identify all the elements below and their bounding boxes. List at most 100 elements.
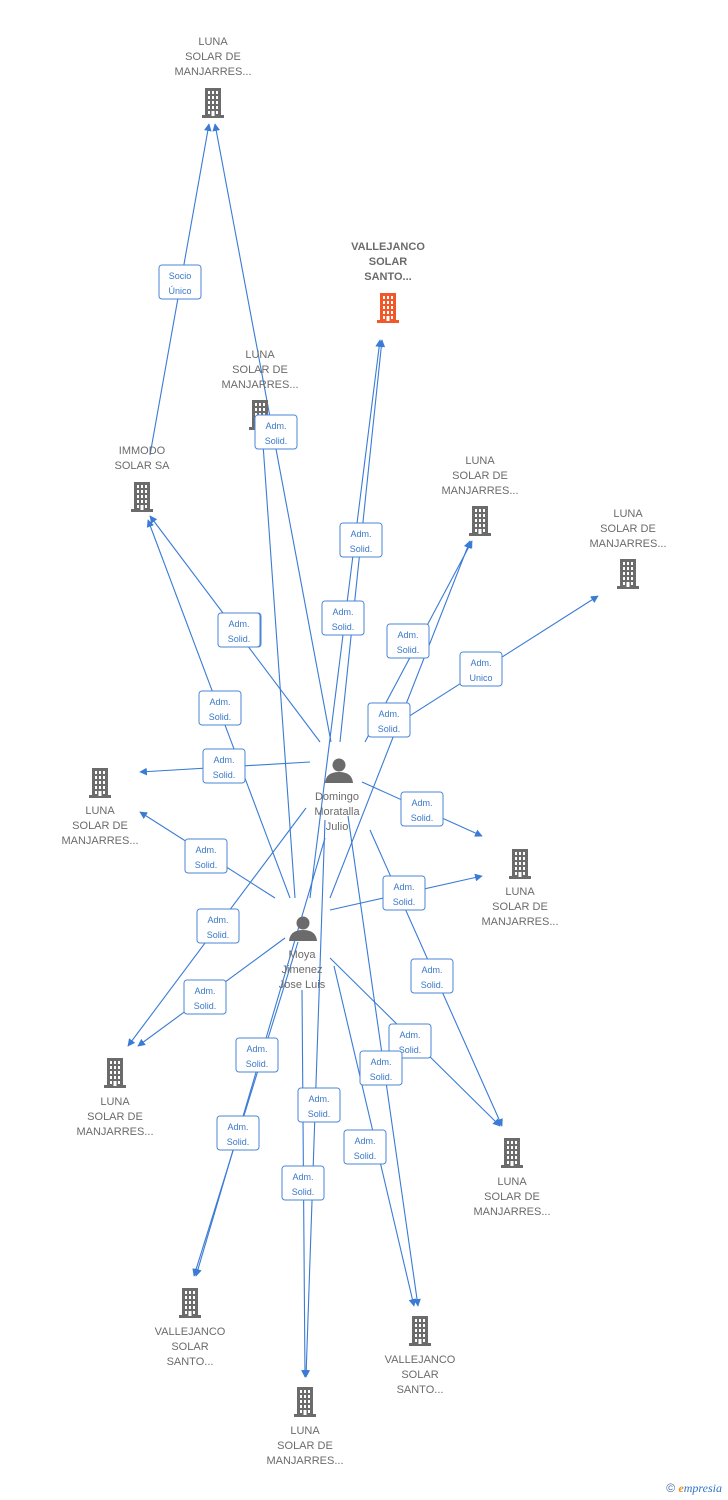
edge-label[interactable]: Adm.Solid. (297, 1087, 341, 1123)
building-window (391, 316, 393, 319)
edge-label[interactable]: Adm.Solid. (235, 1037, 279, 1073)
edge-label[interactable]: Adm.Solid. (321, 600, 365, 636)
edge-label-box[interactable] (158, 264, 202, 300)
edge-label-box[interactable] (339, 522, 383, 558)
edge-label-box[interactable] (254, 414, 298, 450)
edge-label-box[interactable] (459, 651, 503, 687)
building-window (391, 306, 393, 309)
edge-label-box[interactable] (198, 690, 242, 726)
edge-label-box[interactable] (183, 979, 227, 1015)
edge-label[interactable]: Adm.Solid. (382, 875, 426, 911)
edge-label[interactable]: Adm.Solid. (183, 979, 227, 1015)
edge-label-box[interactable] (216, 1115, 260, 1151)
building-icon (104, 1058, 126, 1088)
edge-label[interactable]: Adm.Unico (459, 651, 503, 687)
edge-label[interactable]: Adm.Solid. (343, 1129, 387, 1165)
edge-label-box[interactable] (367, 702, 411, 738)
edge-label-box[interactable] (343, 1129, 387, 1165)
edge-label-text: Adm. (292, 1172, 313, 1182)
edge-label-box[interactable] (382, 875, 426, 911)
building-window (103, 776, 105, 779)
building-door (478, 529, 482, 534)
edge-label[interactable]: Adm.Solid. (184, 838, 228, 874)
edge-label-box[interactable] (196, 908, 240, 944)
edge-label-box[interactable] (184, 838, 228, 874)
edge-label[interactable]: Adm.Solid. (388, 1023, 432, 1059)
building-window (304, 1400, 306, 1403)
edge-label-box[interactable] (410, 958, 454, 994)
edge-label-box[interactable] (217, 612, 261, 648)
node-label: SOLAR DE (185, 51, 241, 63)
main-company-node[interactable]: VALLEJANCOSOLARSANTO... (351, 241, 425, 323)
building-window (99, 781, 101, 784)
edge-label-box[interactable] (297, 1087, 341, 1123)
building-window (216, 96, 218, 99)
edge-label[interactable]: Adm.Solid. (216, 1115, 260, 1151)
building-window (137, 500, 139, 503)
edge-label-box[interactable] (386, 623, 430, 659)
edge-label-box[interactable] (321, 600, 365, 636)
edge-label-box[interactable] (400, 791, 444, 827)
edge-label-box[interactable] (281, 1165, 325, 1201)
building-window (515, 867, 517, 870)
person-body (289, 930, 317, 941)
building-window (193, 1306, 195, 1309)
edge-label[interactable]: Adm.Solid. (410, 958, 454, 994)
building-window (308, 1405, 310, 1408)
edge-label[interactable]: Adm.Solid. (198, 690, 242, 726)
edge-label[interactable]: Adm.Solid. (359, 1050, 403, 1086)
edge-label-text: Adm. (195, 845, 216, 855)
building-window (419, 1324, 421, 1327)
footer-brand[interactable]: © empresia (666, 1481, 722, 1496)
edge-label-text: Adm. (354, 1136, 375, 1146)
building-window (189, 1306, 191, 1309)
edge-label-text: Adm. (370, 1057, 391, 1067)
building-window (391, 301, 393, 304)
node-label: SOLAR SA (114, 460, 170, 472)
edge-label[interactable]: Adm.Solid. (367, 702, 411, 738)
edge-label[interactable]: Adm.Solid. (217, 612, 261, 648)
building-base (202, 115, 224, 118)
edge-label-box[interactable] (235, 1037, 279, 1073)
company-node[interactable]: VALLEJANCOSOLARSANTO... (385, 1316, 456, 1396)
edge-label-box[interactable] (388, 1023, 432, 1059)
building-window (300, 1405, 302, 1408)
building-window (483, 514, 485, 517)
building-window (95, 791, 97, 794)
building-window (103, 771, 105, 774)
building-window (391, 296, 393, 299)
edge-label-box[interactable] (359, 1050, 403, 1086)
edge-label[interactable]: Adm.Solid. (281, 1165, 325, 1201)
building-window (145, 500, 147, 503)
edge-label[interactable]: Adm.Solid. (400, 791, 444, 827)
edge-label[interactable]: Adm.Solid. (254, 414, 298, 450)
building-window (208, 106, 210, 109)
edge-label[interactable]: Adm.Solid. (339, 522, 383, 558)
edge-label-text: Adm. (227, 1122, 248, 1132)
building-window (519, 852, 521, 855)
building-window (114, 1071, 116, 1074)
edge-label-box[interactable] (202, 748, 246, 784)
node-label: MANJARRES... (174, 66, 251, 78)
edge-label[interactable]: Adm.Solid. (196, 908, 240, 944)
person-icon (289, 916, 317, 941)
building-window (118, 1061, 120, 1064)
building-window (103, 781, 105, 784)
company-node[interactable]: VALLEJANCOSOLARSANTO... (155, 1288, 226, 1368)
building-window (387, 296, 389, 299)
edge-label[interactable]: Adm.Solid. (202, 748, 246, 784)
building-window (300, 1410, 302, 1413)
edge-label[interactable]: Adm.Solid. (386, 623, 430, 659)
